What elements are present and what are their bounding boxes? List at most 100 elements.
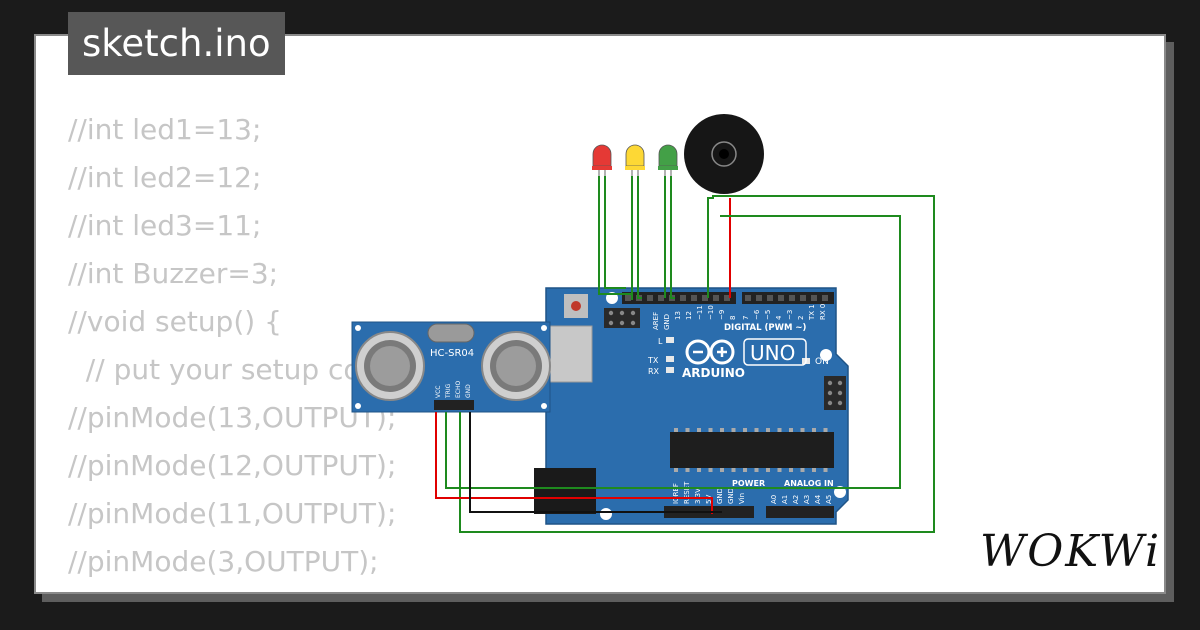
arduino-brand-text: ARDUINO (682, 366, 745, 380)
sensor-header (434, 400, 474, 410)
chip-pin (743, 428, 747, 432)
label-digital: DIGITAL (PWM ~) (724, 323, 806, 333)
chip-pin (823, 468, 828, 472)
analog-pin-label: A1 (781, 495, 789, 504)
header-hole (822, 295, 828, 301)
power-pin-label: GND (727, 488, 735, 504)
chip-pin (777, 468, 782, 472)
digital-pin-label: 12 (685, 311, 693, 320)
led[interactable] (625, 144, 645, 178)
label-on: ON (815, 357, 829, 367)
header-hole (745, 295, 751, 301)
wire-vcc (435, 412, 713, 514)
digital-pin-label: ~6 (753, 309, 761, 320)
header-hole (778, 295, 784, 301)
led-rim (592, 166, 612, 170)
chip-pin (789, 428, 793, 432)
power-pin-label: GND (716, 488, 724, 504)
digital-pin-label: 2 (797, 316, 805, 320)
code-line: //int Buzzer=3; (68, 257, 279, 290)
sensor-pin-label: GND (465, 384, 472, 398)
digital-pin-label: ~3 (786, 310, 794, 320)
sensor-pin-label: VCC (435, 386, 442, 398)
sensor-pin-label: ECHO (455, 381, 462, 398)
uno-badge (743, 338, 807, 366)
header-hole (789, 295, 795, 301)
code-line: //pinMode(3,OUTPUT); (68, 545, 379, 578)
led-group (592, 144, 678, 178)
reset-button[interactable] (571, 301, 581, 311)
wokwi-logo: WOKWi (980, 526, 1162, 577)
transducer-left (355, 331, 425, 401)
power-pin-label: RESET (683, 481, 691, 504)
led[interactable] (592, 144, 612, 178)
wire-trig (459, 195, 935, 533)
label-l: L (658, 337, 663, 346)
code-line: //void setup() { (68, 305, 282, 338)
chip-pin (720, 468, 724, 472)
led[interactable] (658, 144, 678, 178)
wire-led1-a (598, 176, 633, 300)
chip-pin (800, 428, 805, 432)
digital-pin-label: TX 1 (808, 304, 816, 321)
digital-pin-label: 8 (729, 316, 737, 320)
digital-pin-label: RX 0 (819, 304, 827, 320)
digital-pin-label: ~5 (764, 310, 772, 320)
sensor-hole (355, 403, 361, 409)
icsp-header-right (824, 376, 846, 410)
header-hole (647, 295, 653, 301)
chip-pin (708, 468, 713, 472)
digital-pin-label: ~9 (718, 310, 726, 320)
power-pin-label: IOREF (672, 483, 680, 504)
led-body (625, 144, 645, 167)
code-line: //pinMode(11,OUTPUT); (68, 497, 397, 530)
digital-pin-label: 13 (674, 311, 682, 320)
buzzer-hole (711, 141, 737, 167)
code-line: //int led1=13; (68, 113, 262, 146)
code-line: //int led2=12; (68, 161, 262, 194)
wire-gnd (469, 412, 722, 513)
circuit-diagram: L TX RX ON DIGITAL (PWM ~) POWER ANALOG … (351, 114, 935, 533)
chip-pin (812, 428, 816, 432)
analog-pin-label: A0 (770, 495, 778, 504)
chip-pin (754, 428, 759, 432)
power-pin-label: 5V (705, 495, 713, 504)
wire-buzzer-gnd (707, 197, 714, 298)
chip-pin (789, 468, 793, 472)
header-hole (713, 295, 719, 301)
led-l (666, 337, 674, 343)
icsp-header (604, 308, 640, 328)
chip-pin (731, 468, 736, 472)
chip-pin (812, 468, 816, 472)
wire-echo (445, 215, 901, 489)
led-body (592, 144, 612, 167)
transducer-right (481, 331, 551, 401)
header-hole (756, 295, 762, 301)
code-line: //pinMode(13,OUTPUT); (68, 401, 397, 434)
header-hole (625, 295, 631, 301)
uno-model-text: UNO (750, 341, 795, 365)
buzzer-center (719, 149, 729, 159)
chip-pin (766, 468, 770, 472)
led-rx (666, 367, 674, 373)
chip-pin (800, 468, 805, 472)
label-power: POWER (732, 479, 765, 488)
pin-label-gnd: GND (663, 314, 671, 330)
arduino-logo (685, 339, 735, 365)
sensor-crystal (427, 323, 475, 343)
header-hole (724, 295, 730, 301)
sensor-name: HC-SR04 (430, 348, 474, 359)
label-tx: TX (647, 356, 659, 365)
label-analog: ANALOG IN (784, 479, 834, 488)
wire-led1-b (604, 176, 626, 289)
digital-header-right (742, 292, 834, 304)
digital-pin-label: 4 (775, 315, 783, 320)
digital-pin-label: ~10 (707, 305, 715, 320)
buzzer[interactable] (684, 114, 764, 194)
chip-pin (697, 468, 701, 472)
power-pin-label: Vin (738, 493, 746, 504)
label-rx: RX (648, 367, 660, 376)
chip-pin (685, 428, 690, 432)
led-rim (658, 166, 678, 170)
